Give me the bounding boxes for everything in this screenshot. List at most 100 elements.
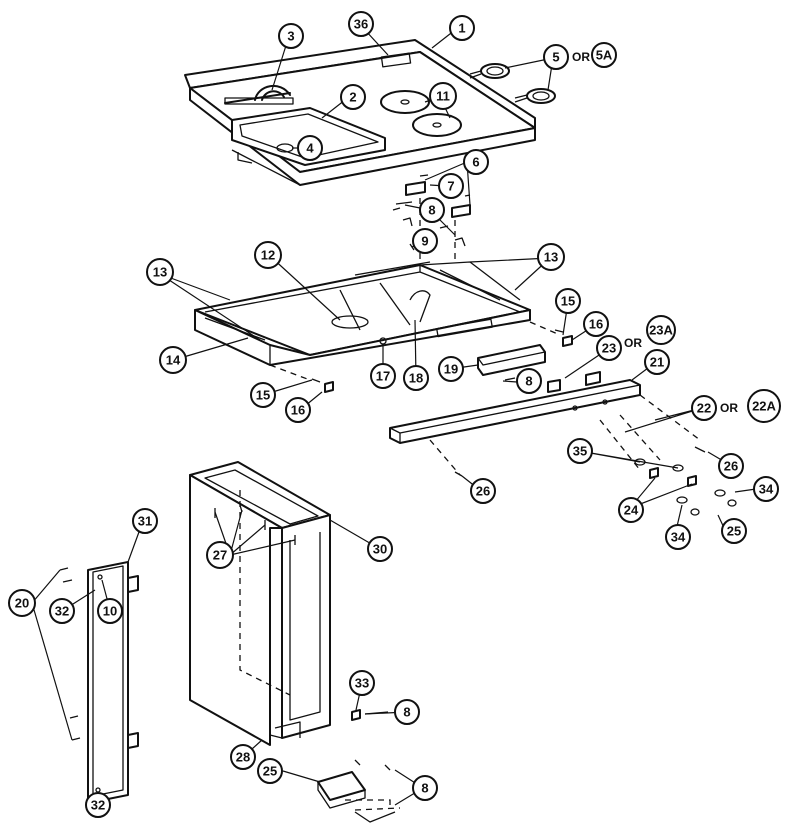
- svg-text:33: 33: [355, 676, 369, 691]
- svg-text:20: 20: [15, 596, 29, 611]
- callout-36: 36: [348, 11, 374, 37]
- callout-15b: 15: [250, 382, 276, 408]
- svg-text:4: 4: [306, 141, 314, 156]
- callout-21: 21: [644, 349, 670, 375]
- callout-27: 27: [206, 541, 234, 569]
- part-19-bracket: [477, 344, 546, 376]
- callout-13b: 13: [537, 243, 565, 271]
- callout-4: 4: [297, 135, 323, 161]
- svg-text:1: 1: [458, 21, 465, 36]
- svg-text:3: 3: [287, 29, 294, 44]
- svg-text:32: 32: [55, 604, 69, 619]
- callout-32a: 32: [49, 598, 75, 624]
- support-frame: [194, 261, 531, 366]
- callout-24: 24: [618, 497, 644, 523]
- svg-text:18: 18: [409, 371, 423, 386]
- callout-22: 22: [691, 395, 717, 421]
- svg-text:8: 8: [428, 203, 435, 218]
- svg-text:13: 13: [544, 250, 558, 265]
- callout-26a: 26: [718, 453, 744, 479]
- callout-16a: 16: [583, 311, 609, 337]
- svg-text:21: 21: [650, 355, 664, 370]
- svg-text:25: 25: [727, 524, 741, 539]
- svg-text:28: 28: [236, 750, 250, 765]
- svg-text:31: 31: [138, 514, 152, 529]
- callout-26b: 26: [470, 478, 496, 504]
- svg-text:8: 8: [421, 781, 428, 796]
- svg-text:32: 32: [91, 798, 105, 813]
- svg-text:27: 27: [213, 548, 227, 563]
- or-label-5: OR: [572, 50, 590, 64]
- callout-7: 7: [438, 173, 464, 199]
- callout-11: 11: [429, 82, 457, 110]
- callout-34b: 34: [665, 524, 691, 550]
- svg-text:5: 5: [552, 50, 559, 65]
- svg-text:13: 13: [153, 265, 167, 280]
- callout-1: 1: [449, 15, 475, 41]
- svg-text:15: 15: [561, 294, 575, 309]
- svg-text:8: 8: [525, 374, 532, 389]
- svg-text:10: 10: [103, 604, 117, 619]
- callout-32b: 32: [85, 792, 111, 818]
- callout-20: 20: [8, 589, 36, 617]
- callout-18: 18: [403, 365, 429, 391]
- callout-34a: 34: [753, 476, 779, 502]
- callout-31: 31: [132, 508, 158, 534]
- svg-text:11: 11: [436, 89, 450, 104]
- callout-35: 35: [567, 438, 593, 464]
- callout-30: 30: [367, 536, 393, 562]
- callout-5: 5: [543, 44, 569, 70]
- svg-text:14: 14: [166, 353, 181, 368]
- svg-text:26: 26: [476, 484, 490, 499]
- callout-8b: 8: [516, 368, 542, 394]
- callout-28: 28: [230, 744, 256, 770]
- callout-14: 14: [159, 346, 187, 374]
- bracket-hardware-upper: [392, 174, 471, 260]
- svg-text:16: 16: [589, 317, 603, 332]
- svg-text:34: 34: [759, 482, 774, 497]
- countertop-assembly: [184, 39, 556, 186]
- callout-33: 33: [349, 670, 375, 696]
- callout-8c: 8: [394, 699, 420, 725]
- callout-15a: 15: [555, 288, 581, 314]
- svg-text:7: 7: [447, 179, 454, 194]
- callout-23a: 23A: [646, 315, 676, 345]
- callout-25b: 25: [257, 758, 283, 784]
- svg-text:16: 16: [291, 403, 305, 418]
- svg-text:36: 36: [354, 17, 368, 32]
- callout-12: 12: [254, 241, 282, 269]
- svg-text:23: 23: [602, 341, 616, 356]
- callout-5a: 5A: [591, 42, 617, 68]
- svg-text:8: 8: [403, 705, 410, 720]
- svg-text:35: 35: [573, 444, 587, 459]
- svg-text:19: 19: [444, 362, 458, 377]
- callouts: 1 36 3 2 4 11 5 OR 5A 6 7 8 9 12 13 13 1…: [8, 11, 781, 818]
- toe-kick-bracket: [317, 709, 401, 823]
- svg-text:17: 17: [376, 369, 390, 384]
- svg-text:25: 25: [263, 764, 277, 779]
- callout-13a: 13: [146, 258, 174, 286]
- callout-22a: 22A: [747, 389, 781, 423]
- svg-text:6: 6: [472, 155, 479, 170]
- callout-3: 3: [278, 23, 304, 49]
- svg-text:34: 34: [671, 530, 686, 545]
- or-label-22: OR: [720, 401, 738, 415]
- callout-2: 2: [340, 84, 366, 110]
- svg-text:22: 22: [697, 401, 711, 416]
- callout-25a: 25: [721, 518, 747, 544]
- callout-9: 9: [412, 228, 438, 254]
- svg-text:5A: 5A: [596, 48, 613, 63]
- svg-text:23A: 23A: [649, 323, 673, 338]
- svg-text:22A: 22A: [752, 399, 776, 414]
- callout-17: 17: [370, 363, 396, 389]
- callout-19: 19: [438, 356, 464, 382]
- callout-10: 10: [97, 598, 123, 624]
- svg-text:24: 24: [624, 503, 639, 518]
- svg-text:12: 12: [261, 248, 275, 263]
- svg-text:26: 26: [724, 459, 738, 474]
- side-panel: [59, 561, 139, 804]
- svg-text:15: 15: [256, 388, 270, 403]
- svg-text:2: 2: [349, 90, 356, 105]
- callout-23: 23: [596, 335, 622, 361]
